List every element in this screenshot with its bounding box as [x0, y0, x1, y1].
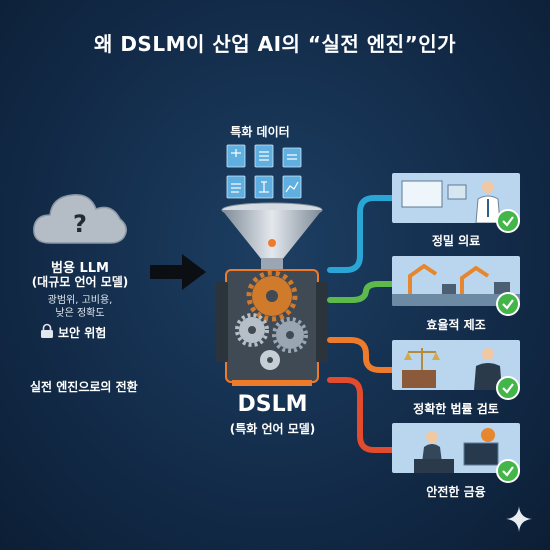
- outcome-label-legal: 정확한 법률 검토: [392, 400, 520, 417]
- check-icon: [496, 209, 520, 233]
- outcome-label-medical: 정밀 의료: [392, 232, 520, 249]
- sparkle-icon: [506, 506, 532, 532]
- check-icon: [496, 376, 520, 400]
- check-icon: [496, 292, 520, 316]
- check-icon: [496, 459, 520, 483]
- outcome-label-manufacturing: 효율적 제조: [392, 316, 520, 333]
- outcome-label-finance: 안전한 금융: [392, 483, 520, 500]
